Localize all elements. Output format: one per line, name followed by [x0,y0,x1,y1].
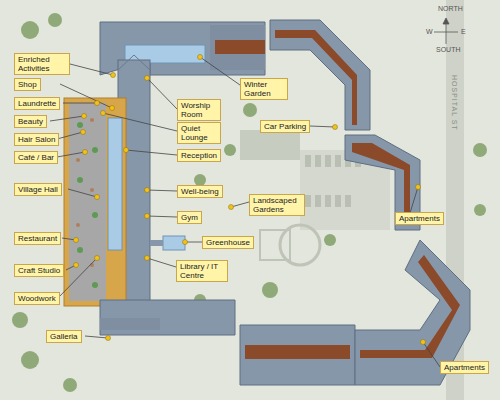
map-callout: Village Hall [14,183,62,196]
map-callout: Greenhouse [202,236,254,249]
callout-text: Worship Room [181,101,217,119]
map-callout: Apartments [440,361,489,374]
callout-text: Well-being [181,187,219,196]
callout-text: Winter Garden [244,80,284,98]
compass-label: E [461,28,466,35]
compass-label: W [426,28,433,35]
callout-text: Laundrette [18,99,56,108]
map-callout: Gym [177,211,202,224]
callout-text: Beauty [18,117,43,126]
callout-text: Café / Bar [18,153,54,162]
street-name: HOSPITAL ST [451,75,458,131]
callout-text: Quiet Lounge [181,124,217,142]
map-callout: Café / Bar [14,151,58,164]
map-callout: Library / IT Centre [176,260,228,282]
map-callout: Beauty [14,115,47,128]
callout-text: Hair Salon [18,135,55,144]
map-callout: Well-being [177,185,223,198]
map-callout: Laundrette [14,97,60,110]
callout-text: Apartments [399,214,440,223]
map-callout: Enriched Activities [14,53,70,75]
callout-text: Car Parking [264,122,306,131]
callout-text: Reception [181,151,217,160]
compass-label: NORTH [438,5,463,12]
callout-text: Shop [18,80,37,89]
map-callout: Shop [14,78,41,91]
map-callout: Reception [177,149,221,162]
callout-text: Woodwork [18,294,56,303]
map-callout: Craft Studio [14,264,64,277]
map-callout: Car Parking [260,120,310,133]
callout-text: Galleria [50,332,78,341]
callout-text: Greenhouse [206,238,250,247]
callout-text: Gym [181,213,198,222]
map-callout: Worship Room [177,99,221,121]
callout-text: Library / IT Centre [180,262,224,280]
map-callout: Winter Garden [240,78,288,100]
callout-text: Village Hall [18,185,58,194]
map-callout: Hair Salon [14,133,59,146]
map-callout: Landscaped Gardens [249,194,305,216]
map-callout: Galleria [46,330,82,343]
map-callout: Quiet Lounge [177,122,221,144]
callout-text: Enriched Activities [18,55,66,73]
callout-text: Craft Studio [18,266,60,275]
map-callout: Apartments [395,212,444,225]
compass-label: SOUTH [436,46,461,53]
callout-text: Apartments [444,363,485,372]
callout-text: Restaurant [18,234,57,243]
callout-text: Landscaped Gardens [253,196,301,214]
map-callout: Restaurant [14,232,61,245]
map-callout: Woodwork [14,292,60,305]
